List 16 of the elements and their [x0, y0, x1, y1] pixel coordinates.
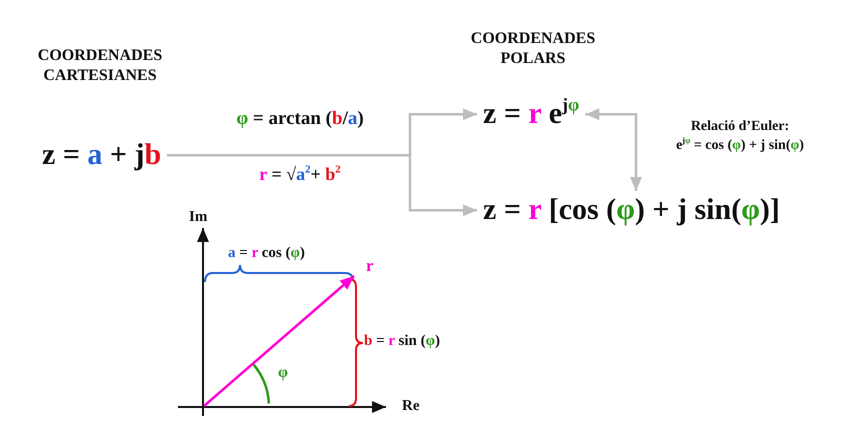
equation-text: z = a + jb	[36, 136, 168, 174]
formula-label: r = √a$^{2}$+ b$^{2}$	[258, 164, 342, 185]
formula-label: b = r sin (φ)	[364, 333, 440, 350]
connector-arrow	[167, 154, 477, 216]
formula-label: φ = arctan (b/a)	[235, 108, 365, 130]
column-heading: COORDENADES POLARS	[470, 29, 596, 69]
axis-label: Re	[402, 398, 420, 416]
equation-text: z = r [cos (φ) + j sin(φ)]	[477, 191, 786, 230]
formula-label: a = r cos (φ)	[228, 245, 305, 262]
axis-label: Im	[189, 209, 208, 226]
double-arrow	[585, 108, 642, 191]
formula-label: e$^{j}$$^{φ}$ = cos (φ) + j sin(φ)	[675, 138, 805, 154]
note-heading: Relació d’Euler:	[690, 119, 790, 136]
column-heading: COORDENADES CARTESIANES	[36, 46, 164, 86]
vector-label: r	[366, 256, 374, 276]
angle-label: φ	[278, 364, 288, 382]
